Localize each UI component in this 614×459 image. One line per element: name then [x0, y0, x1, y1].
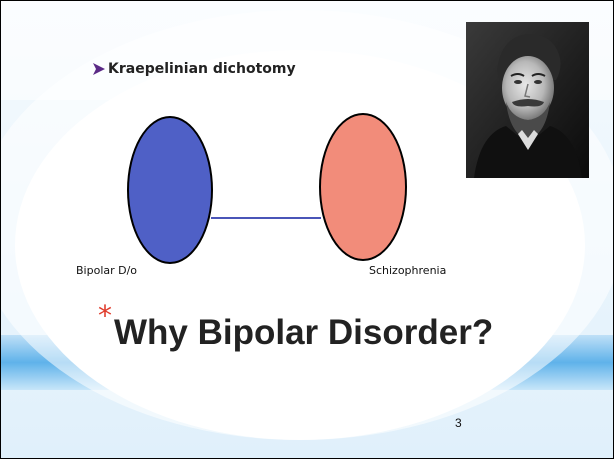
bullet-item: Kraepelinian dichotomy: [92, 61, 296, 77]
man-portrait-icon: [466, 22, 589, 178]
schizophrenia-ellipse: [319, 113, 407, 261]
arrow-bullet-icon: [92, 62, 106, 76]
title-star-bullet: *: [98, 303, 112, 329]
portrait-photo: [466, 22, 589, 178]
connector-line: [211, 217, 321, 219]
bullet-text: Kraepelinian dichotomy: [108, 61, 296, 77]
page-number: 3: [455, 416, 462, 430]
bipolar-ellipse: [127, 116, 213, 264]
bipolar-label: Bipolar D/o: [76, 264, 137, 277]
schizophrenia-label: Schizophrenia: [369, 264, 446, 277]
slide-title: * Why Bipolar Disorder?: [98, 303, 493, 357]
title-text: Why Bipolar Disorder?: [114, 309, 493, 357]
